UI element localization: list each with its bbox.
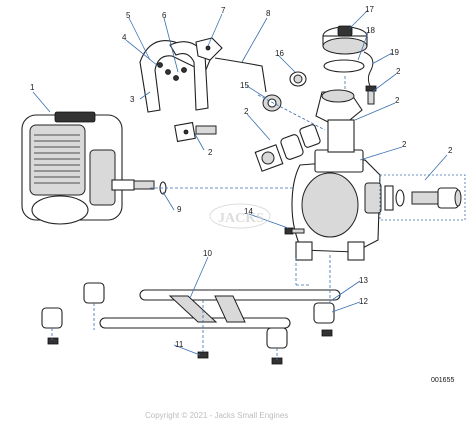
callout-9: 9 <box>177 205 182 214</box>
mount-plate[interactable] <box>174 121 217 143</box>
pump-housing[interactable] <box>291 149 382 261</box>
callout-16: 16 <box>275 49 284 58</box>
callout-5: 5 <box>126 11 131 20</box>
throttle-lever[interactable] <box>195 37 223 61</box>
callout-14: 14 <box>244 207 253 216</box>
handle-bracket[interactable] <box>139 40 211 113</box>
drive-shaft <box>133 180 155 190</box>
callout-19: 19 <box>390 48 399 57</box>
callout-6: 6 <box>162 11 167 20</box>
callout-1: 1 <box>30 83 35 92</box>
callout-2-outlet: 2 <box>395 96 400 105</box>
cap-screw[interactable] <box>365 85 377 105</box>
callout-2-screw: 2 <box>396 67 401 76</box>
frame-nuts[interactable] <box>47 329 333 365</box>
callout-18: 18 <box>366 26 375 35</box>
callout-12: 12 <box>359 297 368 306</box>
engine-assembly[interactable] <box>21 111 135 225</box>
callout-17: 17 <box>365 5 374 14</box>
diagram-code: 001655 <box>431 377 454 384</box>
callout-10: 10 <box>203 249 212 258</box>
callout-labels: 1 2 2 2 2 2 2 3 4 5 6 7 8 9 10 11 12 13 … <box>30 5 453 349</box>
watermark-logo: JACKS <box>209 203 271 229</box>
alignment-lines <box>51 76 346 360</box>
callout-15: 15 <box>240 81 249 90</box>
callout-2-seal: 2 <box>244 107 249 116</box>
callout-13: 13 <box>359 276 368 285</box>
coupling-group-outline <box>379 174 466 221</box>
callout-4: 4 <box>122 33 127 42</box>
callout-leaders <box>32 9 448 356</box>
callout-3: 3 <box>130 95 135 104</box>
callout-7: 7 <box>221 6 226 15</box>
fill-cap[interactable] <box>322 25 368 55</box>
throttle-cable[interactable] <box>214 57 267 93</box>
watermark-logo-text: JACKS <box>218 211 264 226</box>
copyright-text: Copyright © 2021 - Jacks Small Engines <box>145 411 288 420</box>
rubber-feet[interactable] <box>41 282 335 349</box>
discharge-port[interactable] <box>315 89 363 153</box>
callout-2-coupling: 2 <box>448 146 453 155</box>
housing-bolt[interactable] <box>284 227 305 235</box>
pump-frame[interactable] <box>99 289 341 329</box>
handle-screws[interactable] <box>157 62 187 81</box>
callout-2-housing: 2 <box>402 140 407 149</box>
callout-11: 11 <box>175 340 184 349</box>
cap-retainer-cord[interactable] <box>363 51 374 91</box>
inlet-fitting[interactable] <box>262 71 307 112</box>
outlet-coupling[interactable] <box>384 185 462 211</box>
cap-gasket[interactable] <box>323 59 365 73</box>
callout-8: 8 <box>266 9 271 18</box>
callout-2-handle: 2 <box>208 148 213 157</box>
seal-stack[interactable] <box>254 124 321 172</box>
